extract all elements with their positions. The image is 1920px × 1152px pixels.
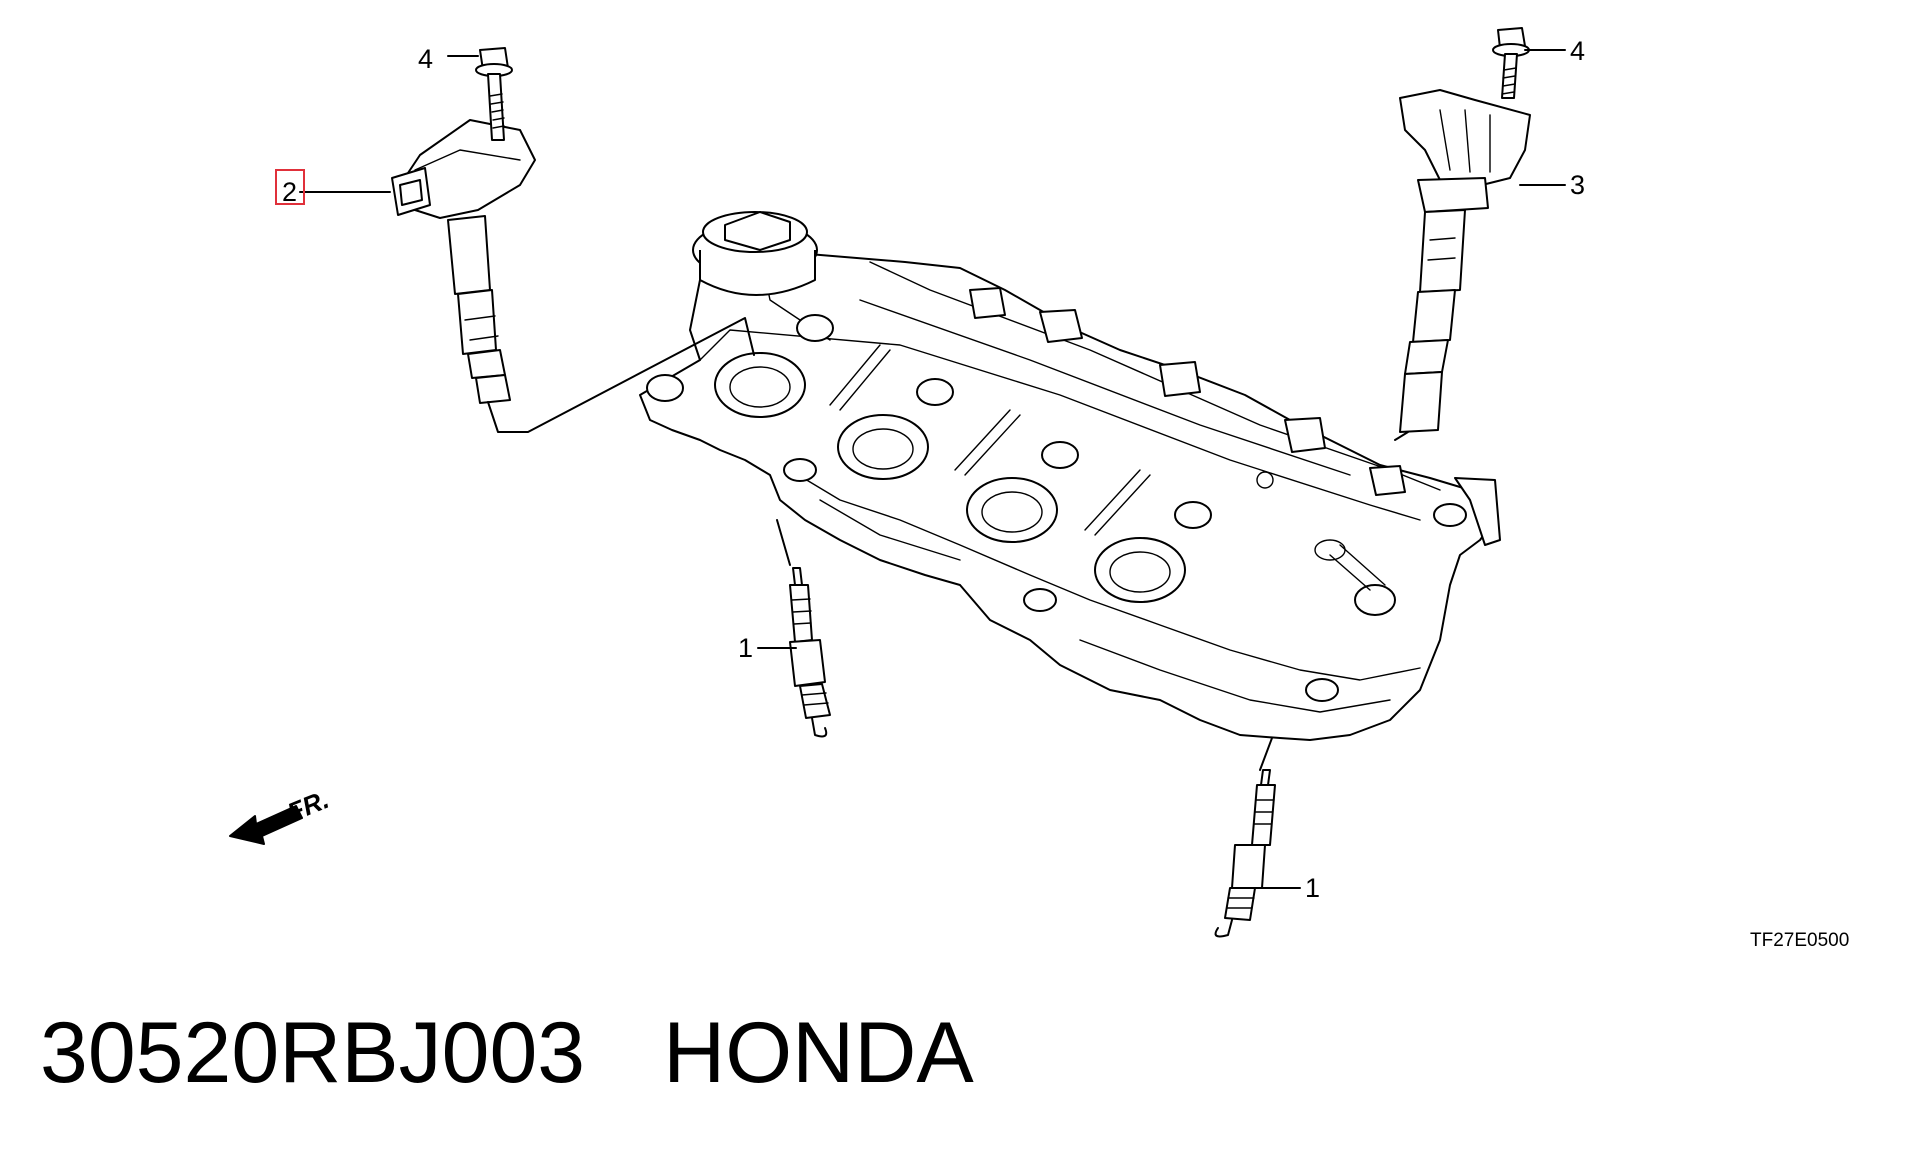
ignition-coil-right bbox=[1399, 89, 1531, 433]
bolt-left bbox=[475, 47, 513, 141]
front-direction-arrow: FR. bbox=[229, 784, 333, 845]
diagram-reference-code: TF27E0500 bbox=[1750, 930, 1849, 951]
callout-leaders bbox=[299, 49, 1566, 889]
spark-plug-front bbox=[789, 567, 831, 738]
part-number: 30520RBJ003 bbox=[40, 1005, 586, 1101]
callout-ignition-coil-right[interactable]: 3 bbox=[1570, 170, 1585, 200]
front-arrow-icon bbox=[229, 805, 303, 845]
callout-bolt-left[interactable]: 4 bbox=[418, 44, 433, 74]
callout-spark-plug-front[interactable]: 1 bbox=[738, 633, 753, 663]
ignition-coil-left bbox=[391, 119, 536, 404]
callout-spark-plug-rear[interactable]: 1 bbox=[1305, 873, 1320, 903]
callout-ignition-coil-left[interactable]: 2 bbox=[282, 177, 297, 207]
brand-name: HONDA bbox=[663, 1005, 974, 1101]
bolt-right bbox=[1492, 27, 1530, 99]
callout-bolt-right[interactable]: 4 bbox=[1570, 36, 1585, 66]
spark-plug-rear bbox=[1214, 769, 1276, 938]
cylinder-head-cover bbox=[639, 211, 1501, 741]
leader-lines bbox=[487, 317, 1409, 771]
callout-2-highlight-box bbox=[275, 169, 305, 205]
